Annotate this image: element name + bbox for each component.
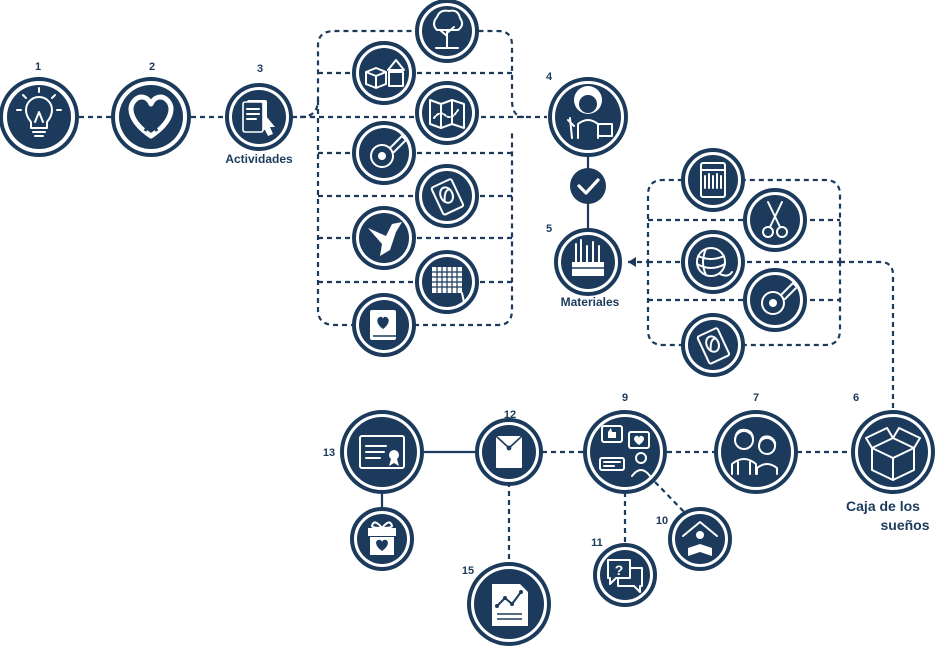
gift-icon [368,521,396,555]
step-15-node[interactable] [467,562,551,646]
crayons-icon[interactable] [681,148,745,212]
tape-measure-icon[interactable] [743,268,807,332]
map-icon[interactable] [415,81,479,145]
yarn-icon[interactable] [681,230,745,294]
open-box-icon [865,427,921,481]
gift-node[interactable] [350,507,414,571]
supplies-box-icon [572,239,604,276]
document-pointer-icon [242,100,275,136]
origami-bird-icon[interactable] [352,206,416,270]
check-node[interactable] [570,168,606,204]
step-3-number: 3 [257,63,263,75]
heart-book-icon[interactable] [352,293,416,357]
certificate-icon [359,435,405,469]
step-13-node[interactable] [340,410,424,494]
question-chat-icon: ? [607,559,643,593]
envelope-icon [495,435,523,468]
step-5-number: 5 [546,223,552,235]
step-10-node[interactable] [668,507,732,571]
step-3-label: Actividades [225,152,293,166]
home-reading-icon [682,521,718,556]
step-1-node[interactable] [0,77,79,157]
step-3-node[interactable] [225,83,293,151]
step-11-number: 11 [591,537,603,549]
lightbulb-icon [16,87,62,137]
step-6-number: 6 [853,392,859,404]
discussion-icon [599,425,651,477]
tape-measure-icon[interactable] [352,121,416,185]
step-15-number: 15 [462,565,474,577]
seed-packet-icon[interactable] [681,313,745,377]
svg-text:?: ? [615,562,624,578]
step-13-number: 13 [323,447,335,459]
weaving-icon[interactable] [415,250,479,314]
step-6-node[interactable] [851,410,935,494]
material-options [681,148,807,377]
step-10-number: 10 [656,515,668,527]
step-6-label-line1: Caja de los [846,498,920,514]
check-icon [577,178,600,195]
step-4-node[interactable] [548,77,628,157]
step-6-label-line2: sueños [880,517,929,533]
step-5-label: Materiales [561,295,620,309]
teacher-icon [567,86,613,139]
couple-icon [731,428,778,475]
step-1-number: 1 [35,61,41,73]
step-2-node[interactable] [111,77,191,157]
step-4-number: 4 [546,71,553,83]
step-7-node[interactable] [714,410,798,494]
report-chart-icon [492,584,528,626]
blocks-icon[interactable] [352,41,416,105]
activity-options [352,0,479,357]
scissors-icon[interactable] [743,188,807,252]
step-5-node[interactable] [554,228,622,296]
step-11-node[interactable]: ? [593,543,657,607]
tree-icon[interactable] [415,0,479,63]
step-9-number: 9 [622,392,628,404]
step-12-node[interactable] [475,418,543,486]
heart-icon [128,94,174,139]
step-2-number: 2 [149,61,155,73]
step-12-number: 12 [504,409,516,421]
step-9-node[interactable] [583,410,667,494]
step-7-number: 7 [753,392,759,404]
seed-packet-icon[interactable] [415,164,479,228]
